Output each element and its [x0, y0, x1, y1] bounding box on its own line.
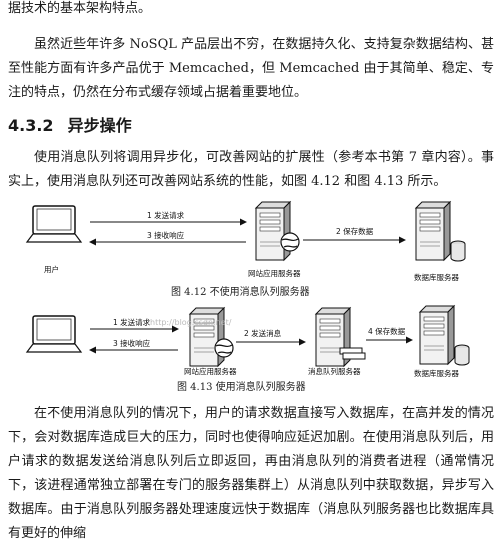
- app-server-label: 网站应用服务器: [248, 268, 301, 278]
- section-number: 4.3.2: [8, 116, 54, 135]
- watermark: http://blog.csdn.net/: [150, 318, 232, 327]
- laptop-icon: [26, 205, 82, 243]
- globe-icon: [280, 232, 300, 252]
- save-data-label: 4 保存数据: [368, 326, 406, 336]
- mq-server-label: 消息队列服务器: [308, 366, 361, 376]
- db-server-icon: [419, 305, 455, 365]
- app-server-icon: [255, 201, 291, 261]
- app-server-label: 网站应用服务器: [184, 366, 237, 376]
- queue-icon: [339, 347, 366, 360]
- db-server-icon: [415, 201, 451, 261]
- database-icon: [450, 240, 466, 262]
- save-data-label: 2 保存数据: [336, 226, 374, 236]
- db-server-label: 数据库服务器: [414, 368, 459, 378]
- paragraph-async: 使用消息队列将调用异步化，可改善网站的扩展性（参考本书第 7 章内容）。事实上，…: [8, 150, 494, 189]
- receive-response-label: 3 接收响应: [113, 338, 151, 348]
- send-message-label: 2 发送消息: [244, 328, 282, 338]
- send-request-label: 1 发送请求: [113, 317, 151, 327]
- figure-4-13: 1 发送请求 3 接收响应 网站应用服务器 2 发送消息 消息队列服务器 4 保…: [26, 305, 470, 378]
- send-request-label: 1 发送请求: [147, 210, 185, 220]
- receive-response-label: 3 接收响应: [147, 230, 185, 240]
- section-heading: 4.3.2 异步操作: [8, 112, 132, 136]
- section-title: 异步操作: [67, 116, 132, 135]
- app-server-icon: [189, 307, 225, 367]
- globe-icon: [214, 338, 234, 358]
- figure-4-13-caption: 图 4.13 使用消息队列服务器: [177, 382, 306, 393]
- figure-4-12: 用户 1 发送请求 3 接收响应 网站应用服务器 2 保存数据 数据库服务器: [26, 201, 466, 282]
- db-server-label: 数据库服务器: [414, 272, 459, 282]
- database-icon: [454, 344, 470, 366]
- intro-line: 据技术的基本架构特点。: [8, 1, 152, 16]
- laptop-icon: [26, 315, 82, 353]
- paragraph-nosql: 虽然近些年许多 NoSQL 产品层出不穷，在数据持久化、支持复杂数据结构、甚至性…: [8, 37, 494, 100]
- paragraph-comparison: 在不使用消息队列的情况下，用户的请求数据直接写入数据库，在高并发的情况下，会对数…: [8, 406, 494, 541]
- user-label: 用户: [44, 264, 59, 274]
- figure-4-12-caption: 图 4.12 不使用消息队列服务器: [171, 287, 310, 298]
